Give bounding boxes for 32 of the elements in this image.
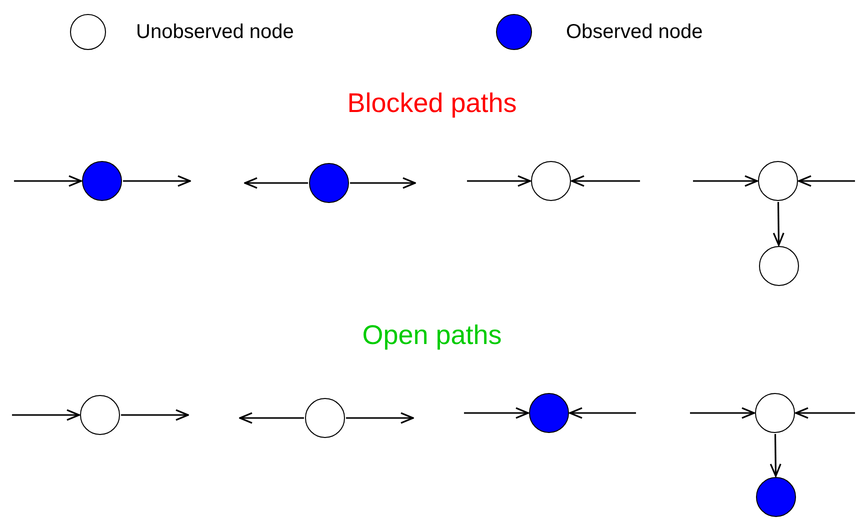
arrow — [772, 202, 784, 246]
arrow — [239, 412, 304, 424]
unobserved-node-circle — [305, 398, 345, 438]
arrow — [244, 177, 308, 189]
observed-node-circle — [82, 161, 122, 201]
arrow — [690, 407, 755, 419]
unobserved-node-circle — [758, 161, 798, 201]
unobserved-node-circle — [755, 393, 795, 433]
arrow — [770, 434, 782, 477]
arrow — [14, 175, 82, 187]
arrow — [467, 175, 531, 187]
legend-label: Observed node — [566, 20, 703, 44]
arrow — [693, 175, 758, 187]
unobserved-node-circle — [531, 161, 571, 201]
observed-node-circle — [529, 393, 569, 433]
arrow — [795, 407, 855, 419]
legend-label: Unobserved node — [136, 20, 294, 44]
section-heading: Open paths — [362, 319, 502, 351]
unobserved-node-circle — [759, 246, 799, 286]
arrow — [350, 177, 416, 189]
arrow — [123, 175, 191, 187]
observed-node-circle — [309, 163, 349, 203]
arrow — [798, 175, 855, 187]
arrow — [464, 407, 529, 419]
arrow — [12, 409, 80, 421]
arrow — [346, 412, 414, 424]
unobserved-node-circle — [80, 395, 120, 435]
observed-node-circle — [756, 477, 796, 517]
arrow — [121, 409, 189, 421]
arrow — [571, 175, 640, 187]
arrow — [569, 407, 636, 419]
section-heading: Blocked paths — [347, 87, 517, 119]
